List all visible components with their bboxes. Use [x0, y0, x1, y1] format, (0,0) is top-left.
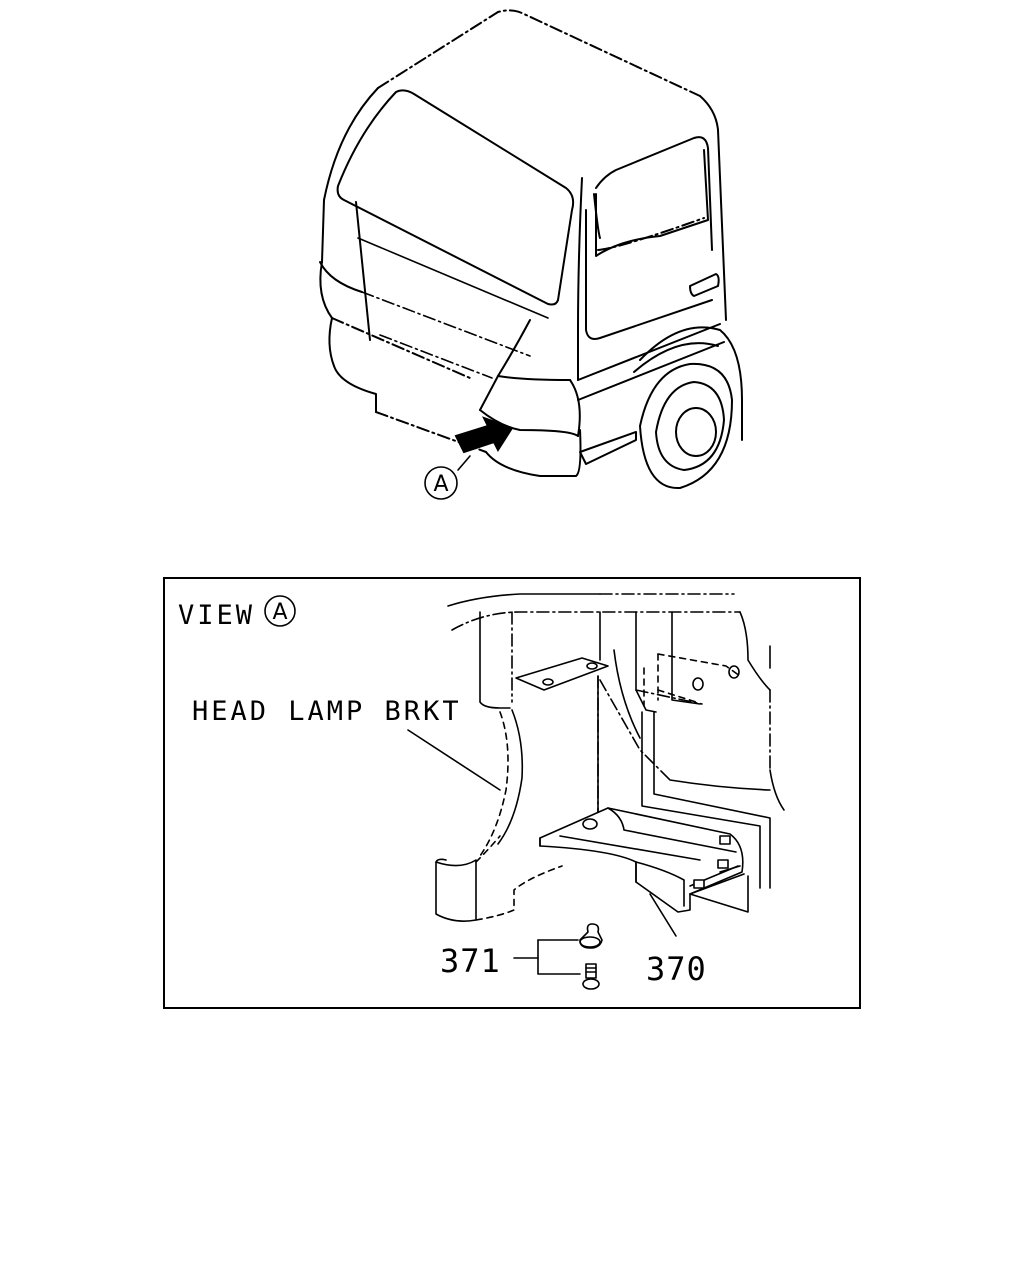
frame-structure: [447, 593, 785, 889]
part-370-leader: [649, 893, 677, 937]
view-arrow: [454, 416, 514, 454]
part-370-label: 370: [646, 950, 707, 988]
part-371-label: 371: [440, 942, 501, 980]
head-lamp-bracket: [435, 657, 609, 922]
head-lamp-bracket-label: HEAD LAMP BRKT: [192, 696, 462, 727]
view-title: VIEW: [178, 600, 255, 631]
view-a-title-marker: A: [264, 595, 296, 627]
view-a-title-marker-label: A: [272, 600, 287, 625]
head-lamp-bracket-leader: [407, 729, 501, 791]
part-371-fasteners: [513, 923, 603, 990]
part-370-plate: [539, 807, 749, 937]
truck-cab-illustration: A: [319, 9, 743, 500]
view-a-marker: A: [424, 466, 458, 500]
detail-view-frame: VIEW A HEAD LAMP BRKT: [163, 577, 861, 1009]
view-a-marker-label: A: [433, 472, 448, 497]
